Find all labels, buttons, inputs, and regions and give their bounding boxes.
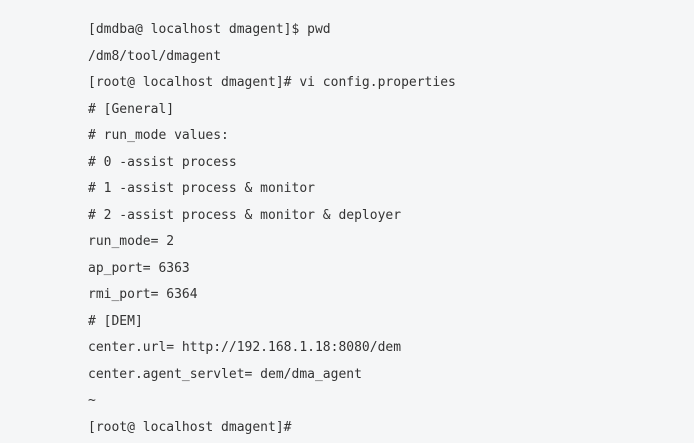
terminal-line-pwd-command: [dmdba@ localhost dmagent]$ pwd: [88, 22, 331, 37]
config-line-run-mode: run_mode= 2: [88, 234, 175, 249]
config-line-ap-port: ap_port= 6363: [88, 260, 190, 276]
config-line-mode-1-comment: # 1 -assist process & monitor: [88, 181, 315, 196]
config-line-rmi-port: rmi_port= 6364: [88, 287, 198, 302]
config-line-general-section: # [General]: [88, 101, 175, 117]
config-line-center-url: center.url= http://192.168.1.18:8080/dem: [88, 340, 402, 355]
terminal-line-vi-command: [root@ localhost dmagent]# vi config.pro…: [88, 75, 456, 90]
vi-empty-line-tilde: ~: [88, 393, 96, 408]
config-line-mode-2-comment: # 2 -assist process & monitor & deployer: [88, 207, 402, 223]
config-line-mode-0-comment: # 0 -assist process: [88, 154, 237, 170]
config-line-run-mode-comment: # run_mode values:: [88, 128, 229, 143]
terminal-line-final-prompt: [root@ localhost dmagent]#: [88, 419, 292, 435]
config-line-dem-section: # [DEM]: [88, 313, 143, 329]
terminal-line-pwd-result: /dm8/tool/dmagent: [88, 48, 222, 64]
config-line-agent-servlet: center.agent_servlet= dem/dma_agent: [88, 366, 362, 382]
